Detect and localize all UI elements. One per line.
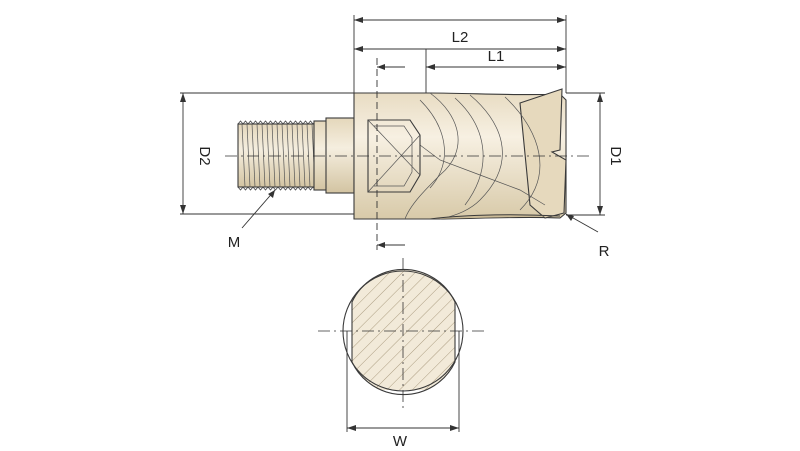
label-m: M [228, 234, 241, 251]
thread-crest [267, 186, 274, 191]
thread-line [241, 123, 246, 188]
thread-line [276, 123, 281, 188]
thread-crest [252, 120, 259, 125]
thread-crest [297, 120, 304, 125]
thread-crest [297, 186, 304, 191]
thread-crest [292, 120, 299, 125]
thread-crest [262, 186, 269, 191]
thread-crest [277, 120, 284, 125]
thread-line [301, 123, 306, 188]
thread-line [246, 123, 251, 188]
thread-line [266, 123, 271, 188]
thread-crest [242, 186, 249, 191]
thread-crest [287, 120, 294, 125]
thread-line [261, 123, 266, 188]
thread-line [271, 123, 276, 188]
thread-line [286, 123, 291, 188]
thread-crest [282, 186, 289, 191]
thread-line [281, 123, 286, 188]
thread-crest [262, 120, 269, 125]
cross-section-view [318, 258, 488, 432]
thread-crest [307, 186, 314, 191]
thread-crest [267, 120, 274, 125]
thread-crest [277, 186, 284, 191]
thread-crest [282, 120, 289, 125]
thread-crest [242, 120, 249, 125]
dimension-lines [180, 15, 605, 250]
thread-line [296, 123, 301, 188]
thread-crest [302, 120, 309, 125]
label-d2: D2 [196, 146, 213, 165]
thread-crest [237, 120, 244, 125]
thread-crest [247, 186, 254, 191]
threaded-shank [237, 117, 355, 194]
thread-crest [307, 120, 314, 125]
label-r: R [599, 243, 610, 260]
label-l1: L1 [488, 48, 505, 65]
thread-crest [292, 186, 299, 191]
label-w: W [393, 433, 408, 450]
thread-crest [272, 120, 279, 125]
thread-crest [247, 120, 254, 125]
thread-crest [287, 186, 294, 191]
thread-crest [272, 186, 279, 191]
cutting-head [353, 88, 567, 220]
thread-line [256, 123, 261, 188]
thread-crest [257, 120, 264, 125]
side-view [225, 88, 590, 220]
thread-crest [237, 186, 244, 191]
thread-line [291, 123, 296, 188]
thread-crest [252, 186, 259, 191]
thread-line [251, 123, 256, 188]
thread-crest [302, 186, 309, 191]
label-l2: L2 [452, 29, 469, 46]
thread-line [306, 123, 311, 188]
label-d1: D1 [607, 146, 624, 165]
thread-crest [257, 186, 264, 191]
